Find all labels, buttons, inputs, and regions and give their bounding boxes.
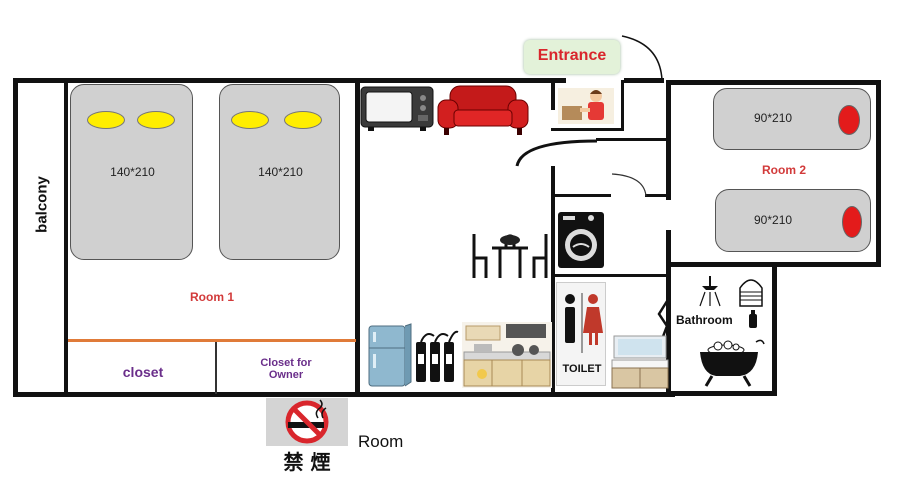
wall-bath-right bbox=[772, 262, 777, 396]
shower-icon bbox=[699, 276, 721, 307]
closet-divider bbox=[215, 342, 217, 394]
hall-door-arc bbox=[515, 139, 598, 167]
wall-top-room2 bbox=[666, 80, 878, 85]
bed-size: 140*210 bbox=[110, 165, 155, 179]
entrance-label: Entrance bbox=[524, 40, 620, 74]
bed-room1-left: 140*210 bbox=[70, 84, 193, 260]
sofa-icon bbox=[437, 85, 529, 135]
entrance-greeting-icon bbox=[558, 88, 614, 124]
bed-room1-right: 140*210 bbox=[219, 84, 340, 260]
wall-top bbox=[13, 78, 566, 83]
no-smoking-icon bbox=[266, 398, 348, 446]
wall-hall-top bbox=[596, 138, 669, 141]
wall-entrance-right bbox=[621, 80, 624, 130]
dining-table-icon bbox=[472, 234, 548, 278]
balcony-label: balcony bbox=[33, 176, 51, 233]
wall-laundry-bottom bbox=[551, 274, 671, 277]
pillow-icon bbox=[842, 206, 862, 238]
bathroom-label: Bathroom bbox=[676, 313, 733, 327]
closet-owner-label: Closet for Owner bbox=[260, 357, 312, 381]
closet-label: closet bbox=[122, 364, 164, 380]
laundry-door-arc bbox=[611, 173, 647, 197]
bed-room2-bottom: 90*210 bbox=[715, 189, 871, 252]
washing-machine-icon bbox=[558, 212, 604, 268]
entrance-text: Entrance bbox=[537, 47, 607, 64]
wall-room2-left-lower bbox=[666, 230, 671, 396]
wall-room2-right bbox=[876, 80, 881, 266]
wall-living-right-lower bbox=[551, 166, 555, 396]
kitchen-icon bbox=[462, 322, 552, 388]
bed-size: 140*210 bbox=[258, 165, 303, 179]
soap-bottle-icon bbox=[749, 310, 757, 328]
toilet-figures-icon bbox=[565, 293, 603, 353]
room1-label: Room 1 bbox=[190, 290, 235, 304]
pillow-icon bbox=[231, 111, 269, 129]
water-filter-icon bbox=[416, 330, 459, 382]
wall-bottom bbox=[13, 392, 675, 397]
bath-window-icon bbox=[739, 279, 763, 307]
bathroom-door-mark bbox=[657, 297, 671, 343]
wall-bath-bottom bbox=[666, 391, 777, 396]
entrance-door-arc bbox=[621, 35, 663, 81]
pillow-icon bbox=[284, 111, 322, 129]
room-caption: Room bbox=[358, 432, 404, 451]
wall-room2-left bbox=[666, 80, 671, 200]
wall-laundry-top-right bbox=[645, 194, 669, 197]
tv-icon bbox=[360, 86, 434, 131]
pillow-icon bbox=[87, 111, 125, 129]
bathtub-icon bbox=[700, 339, 765, 387]
room2-label: Room 2 bbox=[762, 163, 807, 177]
wall-left bbox=[13, 78, 18, 396]
wall-room1-right bbox=[355, 82, 360, 396]
bed-room2-top: 90*210 bbox=[713, 88, 871, 150]
wall-entrance-box bbox=[551, 128, 624, 131]
sink-vanity-icon bbox=[611, 335, 669, 389]
wall-laundry-top bbox=[551, 194, 611, 197]
pillow-icon bbox=[137, 111, 175, 129]
closet-line bbox=[68, 339, 356, 342]
wall-balcony bbox=[64, 82, 68, 396]
toilet-sign-icon: TOILET bbox=[556, 282, 606, 386]
wall-living-right bbox=[551, 82, 555, 110]
bed-size: 90*210 bbox=[754, 213, 793, 227]
toilet-label: TOILET bbox=[562, 363, 602, 375]
pillow-icon bbox=[838, 105, 860, 135]
fridge-icon bbox=[368, 323, 412, 387]
bed-size: 90*210 bbox=[754, 111, 793, 125]
wall-top-right bbox=[624, 78, 664, 83]
no-smoking-chars: 禁 煙 bbox=[283, 450, 331, 474]
